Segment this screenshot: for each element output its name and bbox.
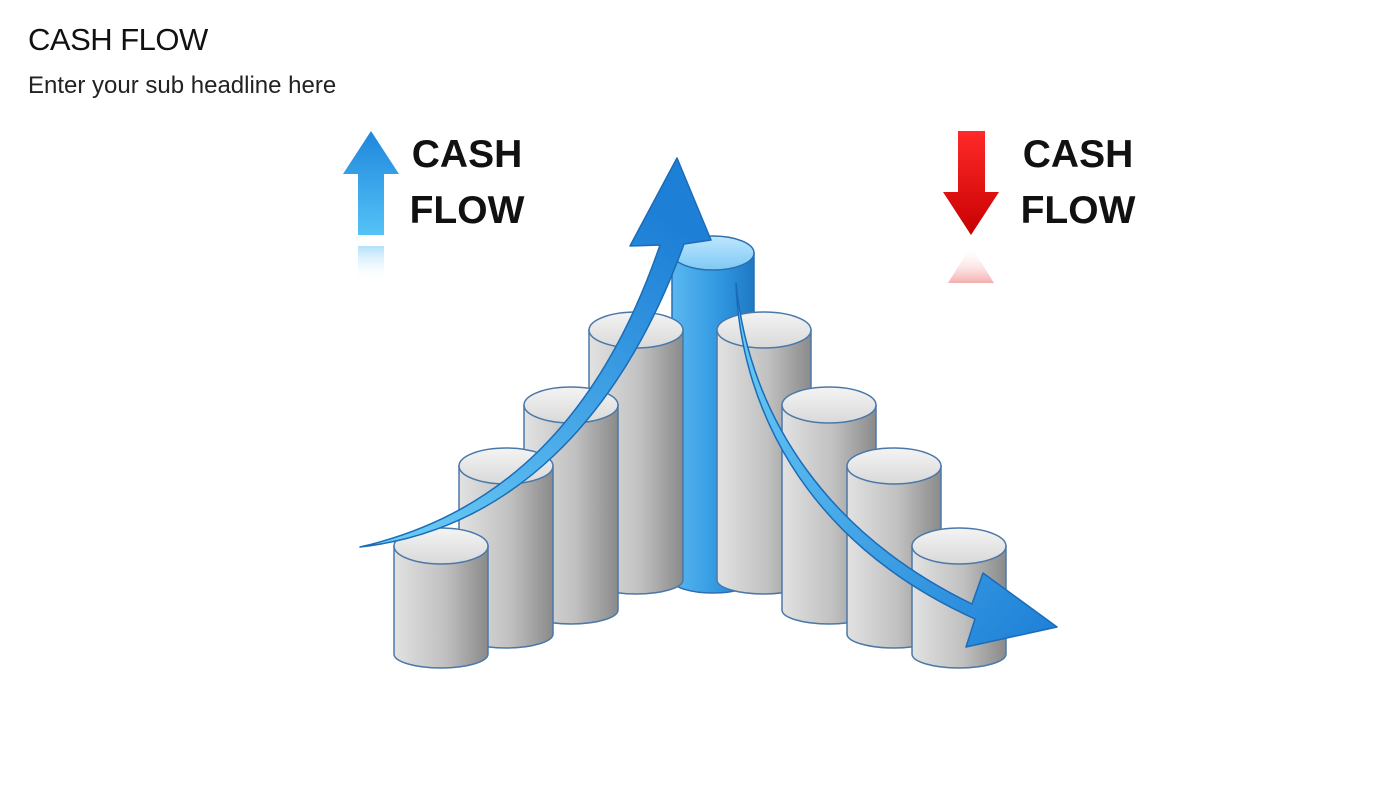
cash-flow-up-line2: FLOW bbox=[409, 189, 525, 232]
cash-flow-down-line1: CASH bbox=[1022, 133, 1134, 176]
cash-flow-up-label: CASH FLOW bbox=[392, 127, 542, 239]
cash-flow-down-line2: FLOW bbox=[1020, 189, 1136, 232]
down-arrow-icon bbox=[943, 131, 999, 283]
page-title: CASH FLOW bbox=[28, 22, 208, 57]
rising-curve-arrow-icon bbox=[359, 157, 712, 548]
page-subtitle: Enter your sub headline here bbox=[28, 72, 337, 99]
cash-flow-up-line1: CASH bbox=[411, 133, 523, 176]
cylinder-bar-1 bbox=[393, 527, 489, 669]
falling-curve-arrow-icon bbox=[735, 282, 1058, 648]
cash-flow-down-label: CASH FLOW bbox=[1003, 127, 1153, 239]
up-arrow-icon bbox=[343, 131, 399, 282]
